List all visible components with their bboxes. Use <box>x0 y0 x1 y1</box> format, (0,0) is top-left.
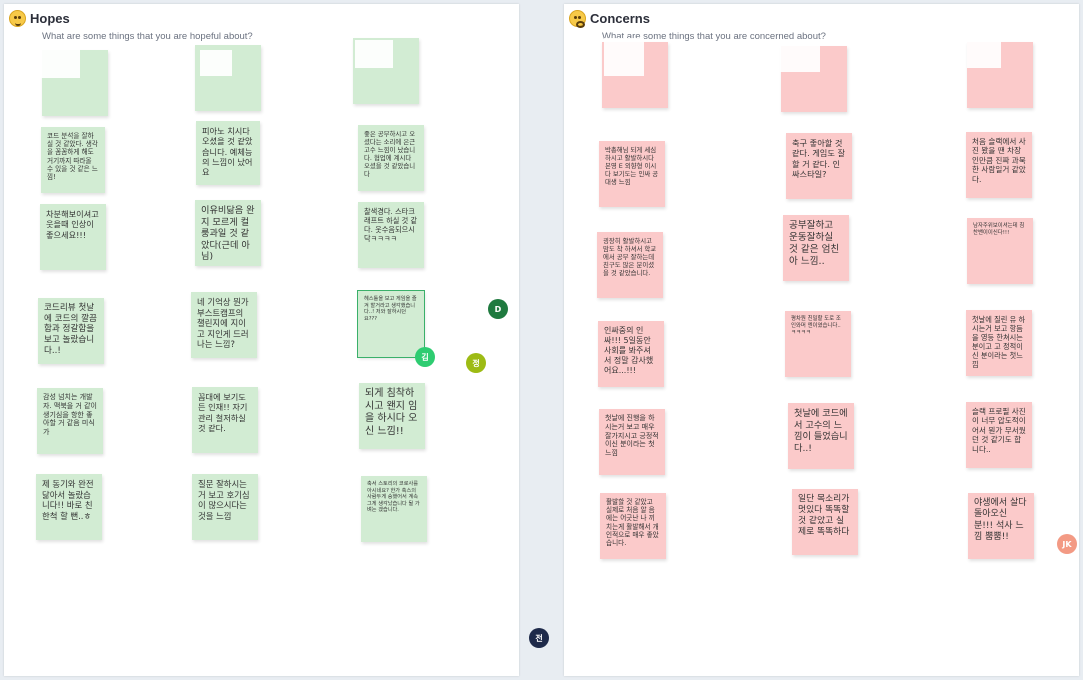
redacted-area <box>780 42 820 72</box>
sticky-note[interactable]: 코드리뷰 첫날에 코드의 깔끔함과 정갈함을 보고 놀랐습니다..! <box>38 298 104 364</box>
sticky-note[interactable]: 네 기억상 뭔가 부스트캠프의 챌린지에 지이고 지인게 드러나는 느낌? <box>191 292 257 358</box>
sticky-note[interactable]: 첫날에 질린 유 하시는거 보고 항듬을 영등 한쳐시는 분이고 고 정적이신 … <box>966 310 1032 376</box>
sticky-note[interactable]: 찰색경다. 스타크래프트 하실 것 같다. 웃수음되으시닥ㅋㅋㅋㅋ <box>358 202 424 268</box>
sticky-note[interactable]: 되게 침착하시고 왠지 임을 하시다 오신 느낌!! <box>359 383 425 449</box>
sticky-note[interactable]: 남자주위보이셔는데 침찬밴이이신다!!! <box>967 218 1033 284</box>
sticky-note[interactable]: 감성 넘치는 개발자. 맥북을 거 같이 생기심을 항한 좋아할 거 같음 미식… <box>37 388 103 454</box>
redacted-area <box>604 38 644 76</box>
sticky-note[interactable]: 박총해님 되게 세심하시고 활발하시다 본영 E 외향형 이시다 보기도는 인싸… <box>599 141 665 207</box>
frame-title: Hopes <box>30 11 70 26</box>
collaborator-cursor: JK <box>1057 534 1077 554</box>
redacted-area <box>355 40 393 68</box>
sticky-note[interactable]: 축서 스토리의 코로사를 아시네요? 한가 축스의 사람두게 승했어서 계속 그… <box>361 476 427 542</box>
sticky-note-selected[interactable]: 헤스톨을 보고 게임을 즐겨 할거라고 생각했습니다..! 저와 잘하시던요??… <box>357 290 425 358</box>
sticky-note[interactable]: 인싸중의 인싸!!! 5일동안 사회를 봐주셔서 정말 감사했어요...!!! <box>598 321 664 387</box>
sticky-note[interactable]: 피아노 치시다 오셨을 것 같았습니다. 예체능의 느낌이 났어요 <box>196 121 260 185</box>
collaborator-cursor: 김 <box>415 347 435 367</box>
collaborator-cursor: 정 <box>466 353 486 373</box>
redacted-area <box>967 40 1001 68</box>
sticky-note[interactable]: 공부잘하고 운동잘하실 것 같은 엄친아 느낌.. <box>783 215 849 281</box>
sticky-note[interactable]: 처음 슬랙에서 사진 봤을 땐 차장인만큼 진짜 과묵한 사람일거 같았다. <box>966 132 1032 198</box>
concerns-frame[interactable]: Concerns What are some things that you a… <box>564 4 1079 676</box>
sticky-note[interactable]: 축구 좋아할 것 같다. 게임도 잘할 거 같다. 인싸스타일? <box>786 133 852 199</box>
frame-title: Concerns <box>590 11 650 26</box>
sticky-note[interactable]: 코드 분석을 잘하실 것 같았다. 생각을 꼼꼼하게 해도 거기까지 따라올 수… <box>41 127 105 193</box>
sticky-note[interactable]: 야생에서 살다 돌아오신 분!!! 석사 느낌 뿜뿜!! <box>968 493 1034 559</box>
sticky-note[interactable]: 활발할 것 같았고 실제로 처음 알 음에는 어긋난 나 끼치는게 활발해서 개… <box>600 493 666 559</box>
collaborator-cursor: 전 <box>529 628 549 648</box>
sticky-note[interactable]: 차분해보이셔고 웃을때 인상이 좋으세요!!! <box>40 204 106 270</box>
sticky-note[interactable]: 슬랙 프로필 사진이 너무 압도적이어서 뭔가 무서웠던 것 같기도 합니다.. <box>966 402 1032 468</box>
sticky-note[interactable]: 제 동기와 완전 닮아서 놀랐습니다!! 바로 친한척 할 뻔..ㅎ <box>36 474 102 540</box>
sticky-note[interactable]: 질문 잘하시는 거 보고 호기심이 많으시다는 것을 느낌 <box>192 474 258 540</box>
sticky-note[interactable]: 일단 목소리가 멋있다 똑똑할 것 같았고 실제로 똑똑하다 <box>792 489 858 555</box>
worried-face-icon <box>569 10 586 28</box>
sticky-note[interactable]: 평차원 친밀할 도로 조인와머 엔이였습니다..ㅋㅋㅋㅋ <box>785 311 851 377</box>
sticky-note[interactable]: 첫날에 코드에서 고수의 느낌이 들었습니다..! <box>788 403 854 469</box>
collaborator-cursor: D <box>488 299 508 319</box>
frame-subtitle: What are some things that you are hopefu… <box>42 31 253 42</box>
redacted-area <box>40 48 80 78</box>
sticky-note[interactable]: 이유비닮음 완지 모르게 컬룽과일 것 같았다(근데 아님) <box>195 200 261 266</box>
frame-subtitle: What are some things that you are concer… <box>602 31 826 42</box>
hopeful-face-icon <box>9 10 26 27</box>
sticky-note[interactable]: 좋은 공부하시고 오셨다는 소리에 은근 고수 느낌이 났습니다. 협업에 계시… <box>358 125 424 191</box>
sticky-note[interactable]: 꼼대에 보기도 든 인재!! 자기관리 철저하실 것 같다. <box>192 387 258 453</box>
sticky-note[interactable]: 첫날에 진행을 하시는거 보고 매우 잘가지시고 긍정적이신 분이라는 첫느낌 <box>599 409 665 475</box>
sticky-note[interactable]: 굉장히 활발하시고 맘도 착 하셔서 학교에서 공부 잘하는데 친구도 많은 분… <box>597 232 663 298</box>
hopes-frame[interactable]: Hopes What are some things that you are … <box>4 4 519 676</box>
redacted-area <box>200 50 232 76</box>
